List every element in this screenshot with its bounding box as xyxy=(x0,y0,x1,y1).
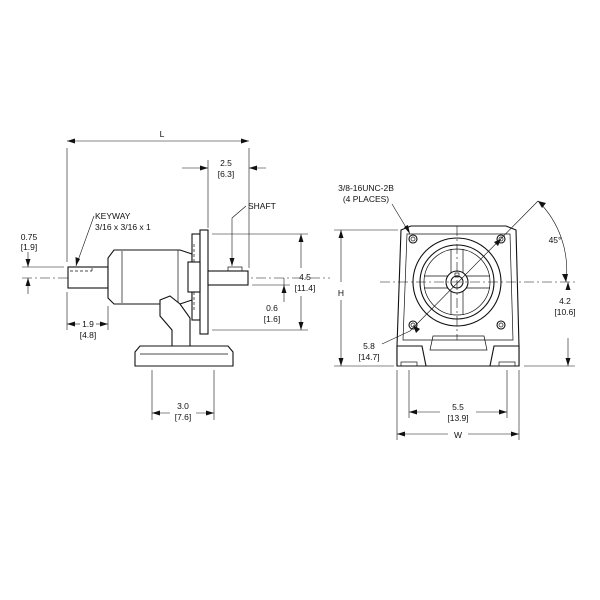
dim-center-height: 4.2 xyxy=(559,296,571,306)
bolt-hole-bottom-right xyxy=(496,320,506,330)
dim-base-width-mm: [7.6] xyxy=(175,412,192,422)
dim-mount-spacing-mm: [13.9] xyxy=(447,413,468,423)
dim-shaft-offset-mm: [1.6] xyxy=(264,314,281,324)
right-foot xyxy=(489,345,520,367)
bolt-hole-top-left xyxy=(408,234,418,244)
left-foot xyxy=(396,345,427,367)
shaft-label: SHAFT xyxy=(248,201,276,211)
gearbox-body xyxy=(107,249,193,305)
dim-bolt-circle-mm: [14.7] xyxy=(358,352,379,362)
thread-quantity: (4 PLACES) xyxy=(343,194,389,204)
dim-flange-height: 4.5 xyxy=(299,272,311,282)
base-foot xyxy=(134,345,234,367)
flange-plate xyxy=(199,229,209,335)
dim-bolt-circle: 5.8 xyxy=(363,341,375,351)
bolt-hole-bottom-left xyxy=(408,320,418,330)
output-keyway xyxy=(227,266,243,272)
dim-angle: 45° xyxy=(549,235,562,245)
base-support xyxy=(159,295,191,347)
bolt-hole-top-right xyxy=(496,234,506,244)
dim-length-label: L xyxy=(160,129,165,139)
angle-arc xyxy=(537,200,567,283)
dim-input-height: 0.75 xyxy=(21,232,38,242)
thread-spec: 3/8-16UNC-2B xyxy=(338,183,394,193)
keyway-leader xyxy=(75,215,95,267)
bolt-circle-diameter-line xyxy=(409,200,539,332)
keyway-size: 3/16 x 3/16 x 1 xyxy=(95,222,151,232)
dim-center-height-mm: [10.6] xyxy=(554,307,575,317)
dim-input-shaft: 1.9 xyxy=(82,319,94,329)
dim-shaft-extension-mm: [6.3] xyxy=(218,169,235,179)
dim-height: H xyxy=(338,288,344,298)
dim-mount-spacing: 5.5 xyxy=(452,402,464,412)
keyway-label: KEYWAY xyxy=(95,211,131,221)
dim-shaft-extension: 2.5 xyxy=(220,158,232,168)
dim-flange-height-mm: [11.4] xyxy=(295,283,316,293)
input-shaft xyxy=(67,266,109,289)
dim-base-width: 3.0 xyxy=(177,401,189,411)
dim-input-height-mm: [1.9] xyxy=(21,242,38,252)
front-view: 45° 3/8-16UNC-2B (4 PLACES) H 5.8 [14.7]… xyxy=(334,183,578,440)
dim-shaft-offset: 0.6 xyxy=(266,303,278,313)
dim-width: W xyxy=(454,430,462,440)
output-shaft xyxy=(207,270,249,286)
dim-input-shaft-mm: [4.8] xyxy=(80,330,97,340)
side-view: L 2.5 [6.3] 0.75 [1.9] KEYWAY 3/16 x 3/1… xyxy=(21,129,330,422)
